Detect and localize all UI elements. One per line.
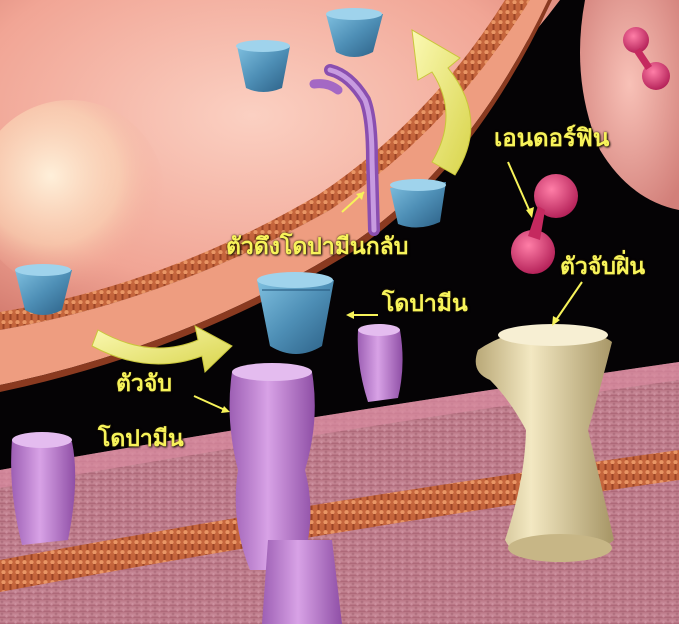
dopamine-label: โดปามีน [382, 293, 468, 316]
endorphin-label: เอนดอร์ฟิน [494, 126, 609, 150]
reuptake-pump-label: ตัวดึงโดปามีนกลับ [226, 236, 408, 259]
dopamine-receptor [11, 432, 75, 545]
dopamine-receptor-label-line1: ตัวจับ [116, 373, 172, 396]
dopamine-receptor-label-line2: โดปามีน [98, 428, 184, 451]
dopamine-cup-icon [390, 179, 446, 228]
opiate-receptor-label: ตัวจับฝิ่น [560, 256, 645, 279]
